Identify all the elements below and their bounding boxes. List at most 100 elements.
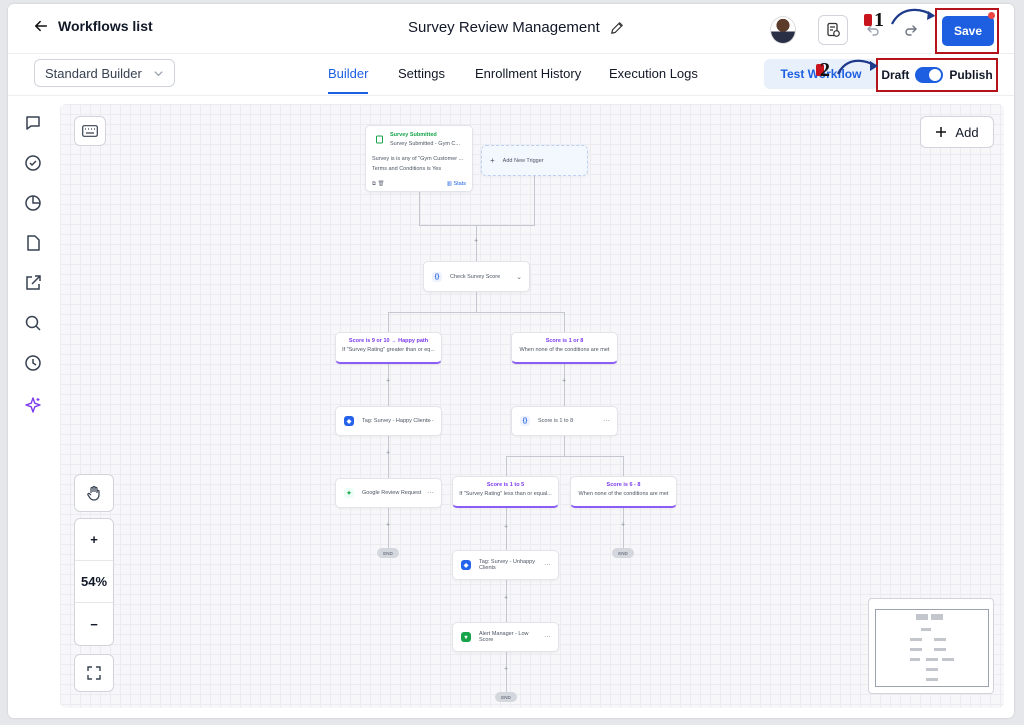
- arrow-curve-icon: [837, 59, 878, 75]
- minimap-node: [926, 678, 938, 681]
- save-button[interactable]: Save: [942, 16, 994, 46]
- history-icon: [25, 355, 41, 371]
- builder-select[interactable]: Standard Builder: [34, 59, 175, 87]
- add-step-plus[interactable]: +: [385, 377, 391, 385]
- star-icon: ✦: [344, 488, 354, 498]
- expand-icon: [87, 666, 101, 680]
- tag-unhappy-node[interactable]: ◆ Tag: Survey - Unhappy Clients ···: [452, 550, 559, 580]
- pan-tool-button[interactable]: [74, 474, 114, 512]
- redo-button[interactable]: [896, 15, 926, 45]
- fit-view-button[interactable]: [74, 654, 114, 692]
- sidebar-item-analytics[interactable]: [24, 194, 42, 212]
- tab-execution-logs[interactable]: Execution Logs: [609, 66, 698, 81]
- zoom-in-button[interactable]: +: [75, 519, 113, 561]
- minimap-node: [910, 658, 920, 661]
- add-step-plus[interactable]: +: [473, 237, 479, 245]
- minimap[interactable]: [868, 598, 994, 694]
- tab-settings[interactable]: Settings: [398, 66, 445, 81]
- callout-number-2: 2: [820, 59, 830, 81]
- end-node: END: [612, 548, 634, 558]
- sparkle-icon: [25, 397, 41, 413]
- add-step-plus[interactable]: +: [503, 665, 509, 673]
- trigger-node[interactable]: Survey Submitted Survey Submitted - Gym …: [365, 125, 473, 192]
- pie-chart-icon: [25, 195, 41, 211]
- sidebar-item-search[interactable]: [24, 314, 42, 332]
- code-braces-icon: {}: [520, 416, 530, 426]
- sidebar-item-ai[interactable]: [24, 396, 42, 414]
- minimap-node: [931, 614, 943, 620]
- tab-enrollment-history[interactable]: Enrollment History: [475, 66, 582, 81]
- minimap-node: [921, 628, 931, 631]
- tag-icon: ◆: [461, 560, 471, 570]
- connector: [506, 456, 507, 476]
- alert-manager-node[interactable]: ▾ Alert Manager - Low Score ···: [452, 622, 559, 652]
- sidebar-item-tasks[interactable]: [24, 154, 42, 172]
- add-button[interactable]: Add: [920, 116, 994, 148]
- branch-score-6-8[interactable]: Score is 6 - 8 When none of the conditio…: [570, 476, 677, 508]
- search-icon: [25, 315, 41, 331]
- branch-mid-condition: When none of the conditions are met: [578, 491, 669, 497]
- check-score-node[interactable]: {} Check Survey Score ⌄: [423, 261, 530, 292]
- tag-happy-label: Tag: Survey - Happy Clients: [362, 418, 431, 424]
- sidebar-item-comments[interactable]: [24, 114, 42, 132]
- undo-button[interactable]: [858, 15, 888, 45]
- keyboard-shortcuts-button[interactable]: [74, 116, 106, 146]
- builder-select-value: Standard Builder: [45, 65, 142, 81]
- trigger-subtitle: Survey Submitted - Gym C...: [390, 141, 460, 147]
- add-step-plus[interactable]: +: [385, 521, 391, 529]
- add-step-plus[interactable]: +: [620, 521, 626, 529]
- connector: [388, 436, 389, 478]
- trigger-filter-1: Survey is is any of "Gym Customer ...: [372, 156, 464, 162]
- trigger-stats-link[interactable]: ▥ Stats: [446, 181, 466, 187]
- minimap-node: [916, 614, 928, 620]
- node-menu-icon[interactable]: ···: [427, 489, 434, 497]
- zoom-level: 54%: [75, 561, 113, 603]
- alert-manager-label: Alert Manager - Low Score: [479, 631, 529, 643]
- keyboard-icon: [82, 125, 98, 137]
- workflow-title[interactable]: Survey Review Management: [408, 19, 624, 36]
- zoom-out-button[interactable]: −: [90, 616, 98, 632]
- add-step-plus[interactable]: +: [385, 449, 391, 457]
- pencil-icon[interactable]: [610, 21, 624, 35]
- workflow-details-button[interactable]: [818, 15, 848, 45]
- sidebar-item-share[interactable]: [24, 274, 42, 292]
- tab-builder[interactable]: Builder: [328, 66, 369, 94]
- node-menu-icon[interactable]: ···: [427, 417, 434, 425]
- code-braces-icon: {}: [432, 271, 442, 282]
- stats-label: Stats: [453, 181, 466, 187]
- trigger-filter-2: Terms and Conditions is Yes: [372, 166, 442, 172]
- minimap-node: [926, 658, 938, 661]
- node-menu-icon[interactable]: ···: [544, 633, 551, 641]
- publish-toggle[interactable]: [915, 67, 944, 83]
- user-avatar[interactable]: [770, 16, 796, 44]
- tag-happy-node[interactable]: ◆ Tag: Survey - Happy Clients ···: [335, 406, 442, 436]
- plus-icon: +: [490, 156, 495, 165]
- sidebar-item-notes[interactable]: [24, 234, 42, 252]
- plus-icon: [936, 127, 947, 137]
- branch-else[interactable]: Score is 1 or 8 When none of the conditi…: [511, 332, 618, 364]
- score-1-8-label: Score is 1 to 8: [538, 418, 574, 424]
- end-node: END: [377, 548, 399, 558]
- add-step-plus[interactable]: +: [561, 377, 567, 385]
- node-menu-icon[interactable]: ···: [603, 417, 610, 425]
- connector: [476, 292, 477, 312]
- node-menu-icon[interactable]: ⌄: [516, 273, 522, 281]
- sidebar-item-history[interactable]: [24, 354, 42, 372]
- back-label: Workflows list: [58, 18, 153, 34]
- back-to-workflows-link[interactable]: Workflows list: [34, 18, 153, 34]
- connector: [388, 508, 389, 548]
- add-step-plus[interactable]: +: [503, 594, 509, 602]
- copy-delete-icons[interactable]: ⧉ 🗑: [372, 181, 385, 187]
- google-review-node[interactable]: ✦ Google Review Request ···: [335, 478, 442, 508]
- add-trigger-node[interactable]: + Add New Trigger: [481, 145, 588, 176]
- add-step-plus[interactable]: +: [503, 523, 509, 531]
- branch-happy-path[interactable]: Score is 9 or 10 → Happy path If "Survey…: [335, 332, 442, 364]
- connector: [506, 652, 507, 692]
- score-1-8-node[interactable]: {} Score is 1 to 8 ···: [511, 406, 618, 436]
- unsaved-indicator: [988, 12, 995, 19]
- branch-score-1-5[interactable]: Score is 1 to 5 If "Survey Rating" less …: [452, 476, 559, 508]
- sub-bar: Standard Builder Builder Settings Enroll…: [8, 54, 1014, 96]
- external-link-icon: [26, 275, 41, 290]
- node-menu-icon[interactable]: ···: [544, 561, 551, 569]
- add-trigger-label: Add New Trigger: [502, 157, 544, 164]
